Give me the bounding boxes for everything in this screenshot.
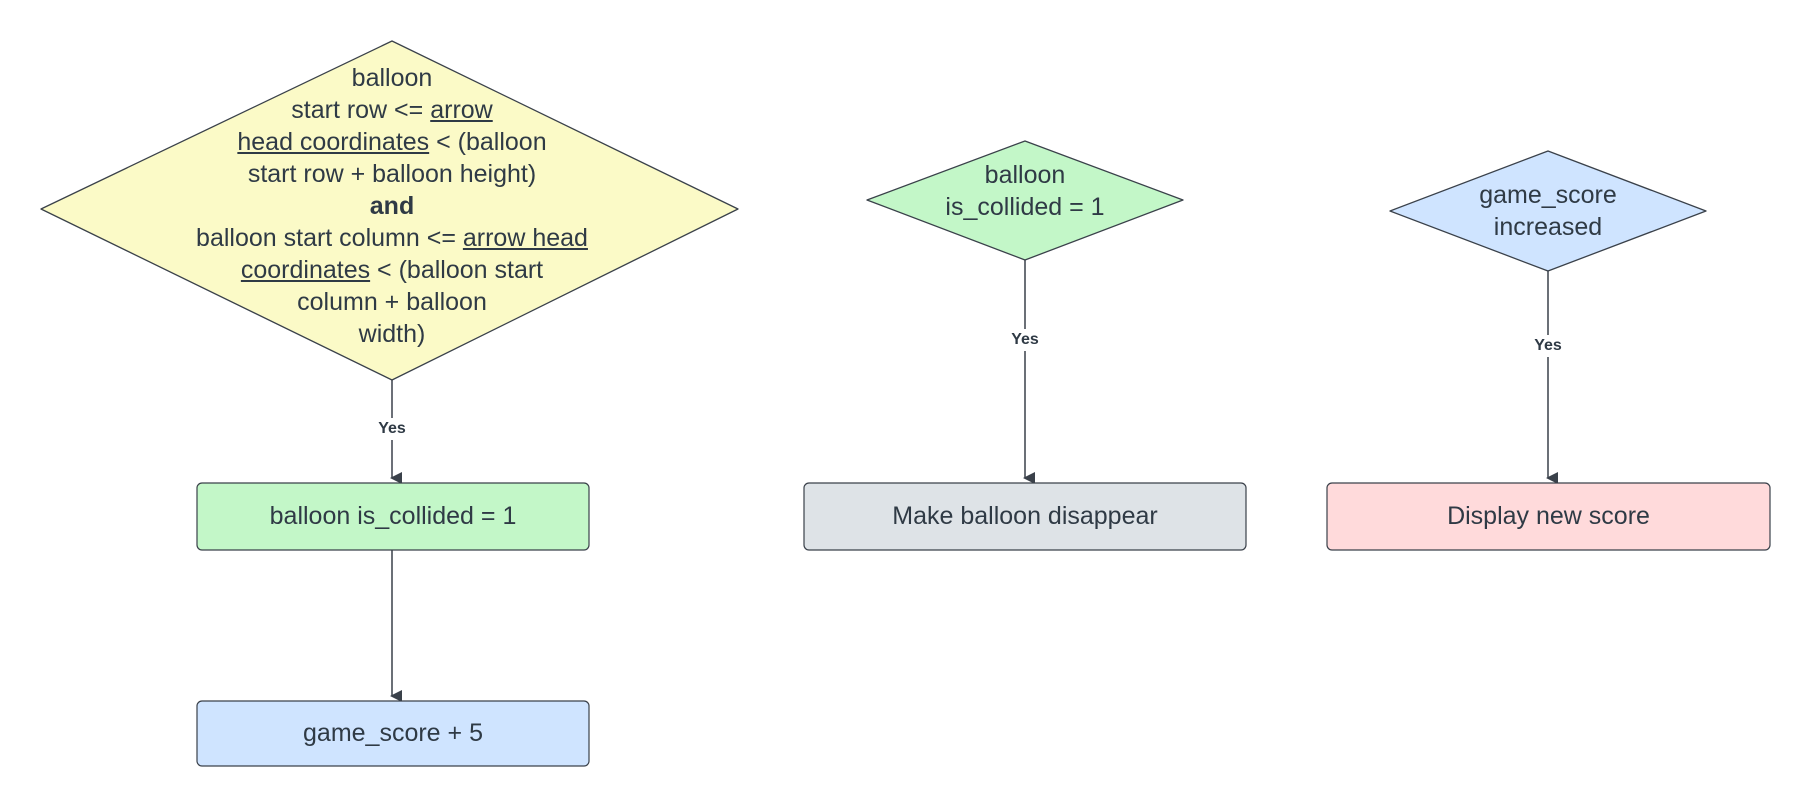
decision-score-increased-text: game_score increased [1398,179,1698,243]
decision-line-1: balloon [351,64,433,92]
decision-is-collided-line-2: is_collided = 1 [945,193,1105,221]
decision-line-2: start row <= arrow [142,94,642,126]
decision-line-6: balloon start column <= arrow head [142,222,642,254]
arrow-head-link[interactable]: arrow head [462,224,588,252]
process-game-score-label: game_score + 5 [303,719,483,747]
process-box-disappear[interactable] [803,482,1247,551]
yes-label-middle: Yes [1010,329,1040,351]
decision-score-line-1: game_score [1479,181,1617,209]
process-display-score-label: Display new score [1447,502,1650,530]
decision-line-5-and: and [369,192,415,220]
decision-line-3-text: < (balloon [429,128,547,156]
process-box-collided[interactable] [196,482,590,551]
yes-label-left: Yes [377,418,407,440]
decision-is-collided-line-1: balloon [984,161,1066,189]
process-box-game-score[interactable] [196,700,590,767]
process-collided-label: balloon is_collided = 1 [269,502,517,530]
decision-line-7-text: < (balloon start [370,256,544,284]
decision-line-3: head coordinates < (balloon [142,126,642,158]
process-disappear-label: Make balloon disappear [892,502,1158,530]
decision-line-8: column + balloon [297,288,487,316]
decision-line-9: width) [358,320,426,348]
decision-collision-text: balloon start row <= arrow head coordina… [142,62,642,350]
decision-line-7: coordinates < (balloon start [142,254,642,286]
process-box-display-score[interactable] [1326,482,1771,551]
coordinates-link[interactable]: coordinates [240,256,371,284]
decision-score-line-2: increased [1493,213,1603,241]
decision-line-2-text: start row <= [291,96,431,124]
arrow-link[interactable]: arrow [430,96,493,124]
yes-label-right: Yes [1533,335,1563,357]
head-coordinates-link[interactable]: head coordinates [237,128,430,156]
decision-line-4: start row + balloon height) [247,160,537,188]
decision-line-6-text: balloon start column <= [196,224,463,252]
decision-is-collided-text: balloon is_collided = 1 [875,159,1175,223]
